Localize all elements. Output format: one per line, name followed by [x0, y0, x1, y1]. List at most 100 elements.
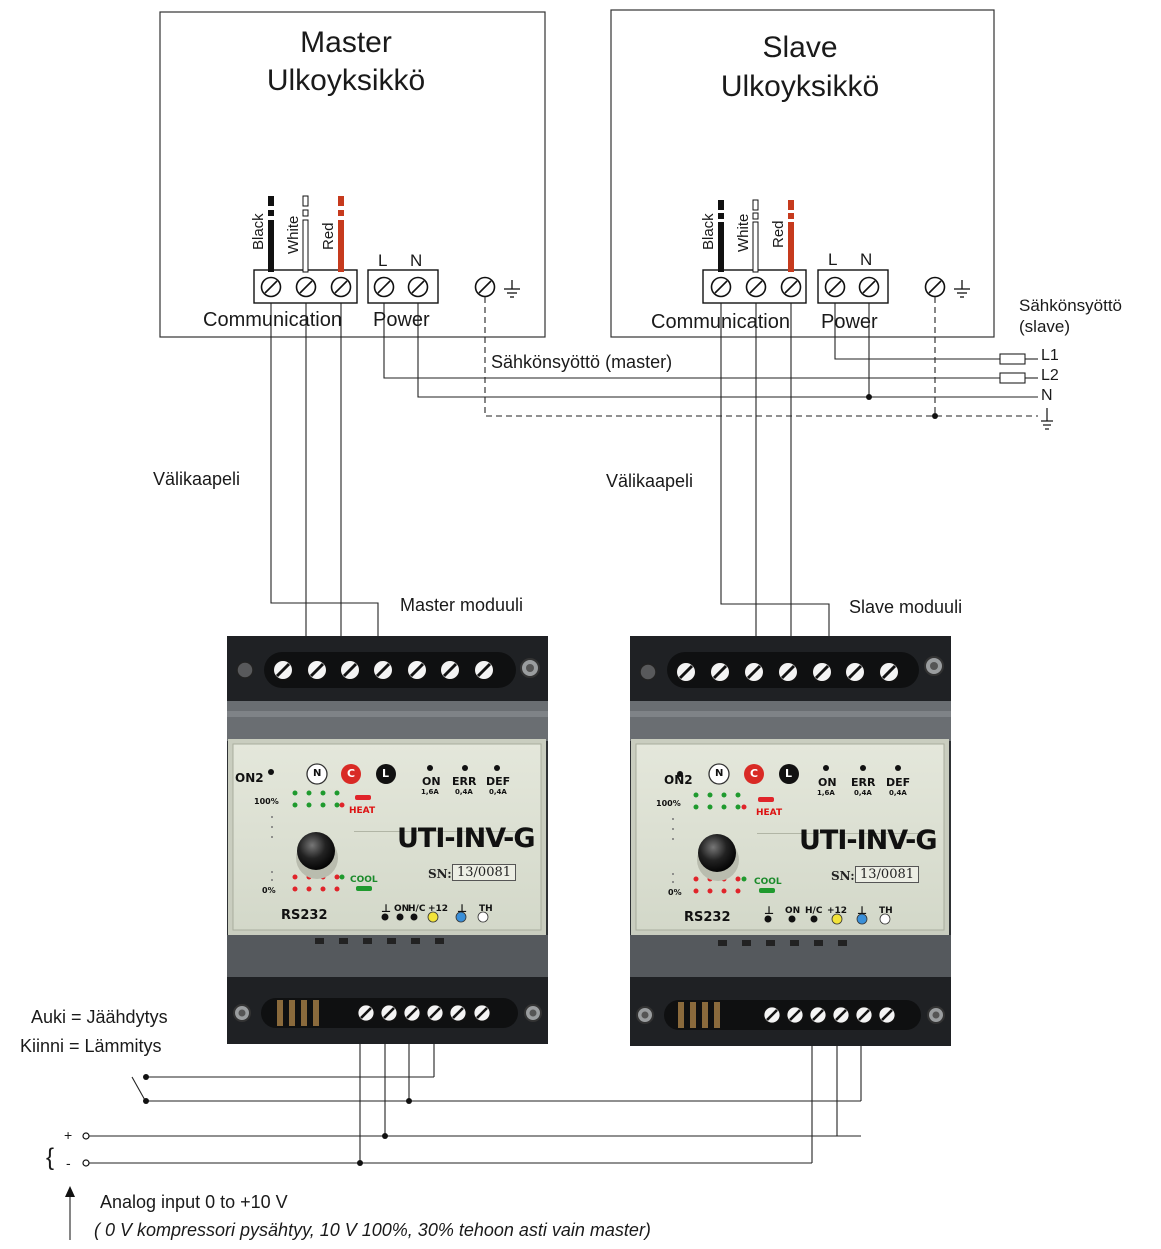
master-comm-terminal [253, 269, 358, 304]
slave-heat-label: HEAT [756, 808, 783, 818]
supply-n-label: N [1041, 387, 1053, 404]
master-bt-hc: H/C [408, 904, 426, 914]
slave-cable-label: Välikaapeli [606, 471, 694, 491]
analog-input-title: Analog input 0 to +10 V [100, 1192, 288, 1212]
master-wire-stubs [268, 195, 344, 273]
slave-unit-title-line1: Slave [762, 31, 838, 64]
master-comm-cable [270, 303, 379, 636]
slave-wire-white-label: White [735, 213, 752, 252]
slave-l-label: L [828, 250, 838, 269]
master-wire-black-label: Black [250, 213, 267, 250]
master-heat-label: HEAT [349, 806, 376, 816]
slave-sn-label: SN: [831, 869, 855, 883]
slave-on-label: ON [818, 776, 837, 789]
master-module-label: Master moduuli [400, 595, 524, 615]
master-ground-symbol [504, 280, 520, 298]
master-cool-label: COOL [350, 875, 378, 885]
analog-minus-terminal [82, 1159, 90, 1167]
slave-def-rating: 0,4A [889, 789, 907, 797]
slave-rs232-label: RS232 [684, 910, 731, 925]
slave-n-label: N [860, 250, 873, 269]
slave-err-rating: 0,4A [854, 789, 872, 797]
master-n-label: N [410, 251, 423, 270]
slave-bt-gnd2: ⊥ [857, 904, 868, 917]
slave-ground-screw [924, 276, 946, 298]
master-def-rating: 0,4A [489, 788, 507, 796]
master-bt-gnd: ⊥ [381, 902, 392, 915]
slave-power-terminal [817, 269, 889, 304]
slave-unit-title-line2: Ulkoyksikkö [720, 70, 880, 103]
analog-brace: { [46, 1144, 55, 1171]
master-bt-gnd2: ⊥ [457, 902, 468, 915]
slave-c-button-label: C [750, 767, 759, 780]
master-100-label: 100% [254, 797, 279, 806]
slave-communication-label: Communication [651, 311, 790, 333]
master-sn-value: 13/0081 [452, 864, 517, 881]
slave-wire-stubs [718, 199, 794, 273]
supply-ground-symbol [1041, 408, 1053, 430]
analog-plus-label: + [64, 1127, 73, 1143]
analog-input-note: ( 0 V kompressori pysähtyy, 10 V 100%, 3… [94, 1220, 651, 1240]
master-l-button-label: L [382, 767, 390, 780]
slave-supply-label-line1: Sähkönsyöttö [1019, 296, 1123, 315]
master-model-title: UTI-INV-G [397, 823, 536, 854]
slave-wire-black-label: Black [700, 213, 717, 250]
slave-supply-label-line2: (slave) [1019, 317, 1071, 336]
slave-0-label: 0% [668, 888, 682, 897]
switch-open-label: Auki = Jäähdytys [31, 1007, 168, 1027]
slave-on2-label: ON2 [664, 773, 693, 787]
slave-wire-red-label: Red [770, 220, 787, 248]
master-on-rating: 1,6A [421, 788, 439, 796]
master-err-rating: 0,4A [455, 788, 473, 796]
supply-l2-label: L2 [1041, 367, 1059, 384]
master-supply-label: Sähkönsyöttö (master) [491, 352, 673, 372]
power-supply-lines [383, 303, 1038, 398]
slave-err-label: ERR [851, 776, 876, 789]
master-0-label: 0% [262, 886, 276, 895]
master-c-button-label: C [347, 767, 356, 780]
slave-bt-on: ON [785, 906, 801, 916]
master-communication-label: Communication [203, 309, 342, 331]
slave-l-button-label: L [785, 767, 793, 780]
master-ground-screw [474, 276, 496, 298]
master-unit-title-line1: Master [300, 26, 392, 59]
analog-arrow [65, 1186, 75, 1197]
slave-cool-label: COOL [754, 877, 782, 887]
slave-sn-value: 13/0081 [855, 866, 920, 883]
slave-on-rating: 1,6A [817, 789, 835, 797]
slave-comm-terminal [702, 269, 807, 304]
slave-model-title: UTI-INV-G [799, 825, 938, 856]
master-bt-th: TH [479, 904, 493, 914]
slave-module-label: Slave moduuli [849, 597, 963, 617]
master-unit-title-line2: Ulkoyksikkö [266, 64, 426, 97]
slave-bt-gnd: ⊥ [764, 904, 775, 917]
master-module [227, 636, 548, 1044]
slave-100-label: 100% [656, 799, 681, 808]
analog-minus-label: - [66, 1155, 71, 1171]
slave-def-label: DEF [886, 776, 911, 789]
slave-module [630, 636, 951, 1046]
slave-power-label: Power [821, 311, 878, 333]
master-def-label: DEF [486, 775, 511, 788]
slave-bt-hc: H/C [805, 906, 823, 916]
master-bt-12: +12 [428, 904, 449, 914]
master-wire-white-label: White [285, 215, 302, 254]
supply-l1-label: L1 [1041, 347, 1059, 364]
master-cable-label: Välikaapeli [153, 469, 241, 489]
master-n-button-label: N [313, 768, 322, 779]
master-rs232-label: RS232 [281, 908, 328, 923]
master-on2-label: ON2 [235, 771, 264, 785]
slave-comm-cable [720, 303, 830, 636]
master-power-terminal [367, 269, 439, 304]
slave-bt-th: TH [879, 906, 893, 916]
slave-n-button-label: N [715, 768, 724, 779]
master-power-label: Power [373, 309, 430, 331]
slave-ground-symbol [954, 280, 970, 298]
master-err-label: ERR [452, 775, 477, 788]
slave-bt-12: +12 [827, 906, 848, 916]
master-sn-label: SN: [428, 867, 452, 881]
master-wire-red-label: Red [320, 222, 337, 250]
master-on-label: ON [422, 775, 441, 788]
control-wiring [69, 1044, 862, 1240]
